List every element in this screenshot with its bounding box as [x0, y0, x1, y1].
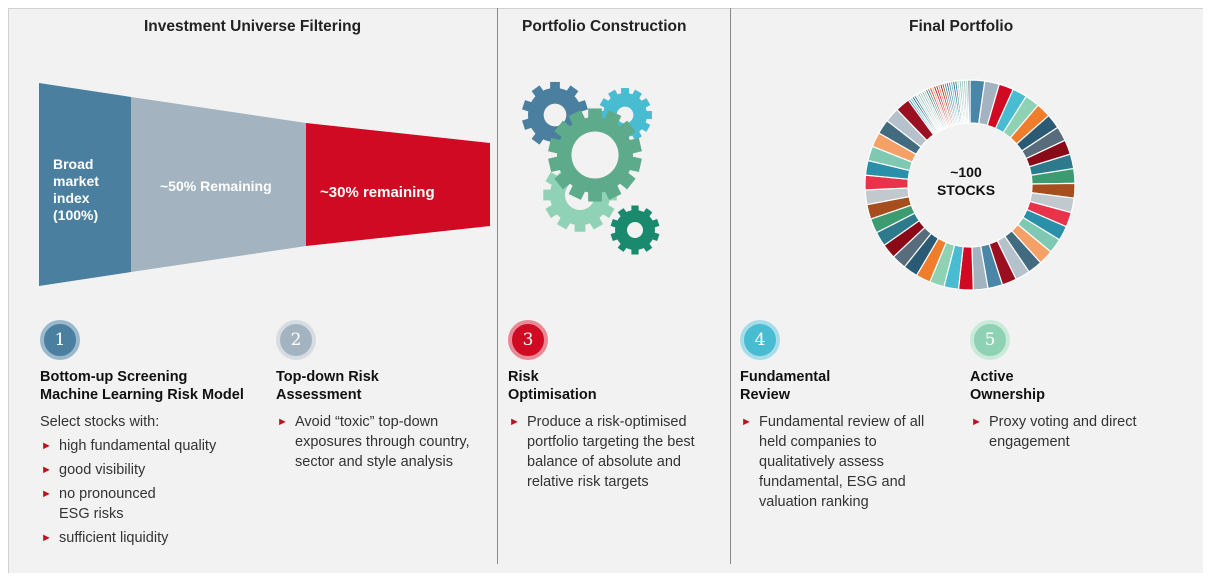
step-1-intro: Select stocks with: [40, 414, 160, 430]
bullet-arrow-icon: ► [277, 416, 288, 428]
bullet-arrow-icon: ► [41, 488, 52, 500]
funnel-stage-final [306, 123, 490, 246]
bullet-item: ► Avoid “toxic” top-down exposures throug… [276, 412, 486, 472]
donut-segment-small [967, 79, 971, 124]
bullet-text: Produce a risk-optimised portfolio targe… [527, 414, 695, 490]
donut-unit: STOCKS [936, 182, 996, 198]
bullet-arrow-icon: ► [41, 532, 52, 544]
step-1-description: Select stocks with: ► high fundamental qua… [40, 412, 270, 548]
bullet-arrow-icon: ► [971, 416, 982, 428]
bullet-text: Avoid “toxic” top-down exposures through… [295, 414, 470, 470]
section-divider-1 [497, 8, 498, 564]
filtering-title: Investment Universe Filtering [144, 18, 362, 35]
bullet-text: high fundamental quality [59, 438, 217, 454]
gears-illustration [522, 81, 660, 255]
funnel-label-final: ~30% remaining [320, 184, 435, 201]
gear-blue [522, 81, 588, 149]
step-5-description: ► Proxy voting and direct engagement [970, 412, 1180, 452]
bullet-item: ► high fundamental quality [40, 436, 270, 456]
section-divider-2 [730, 8, 731, 564]
bullet-arrow-icon: ► [41, 440, 52, 452]
funnel-label-broad: Broad market index (100%) [53, 156, 99, 223]
bullet-text: Proxy voting and direct engagement [989, 414, 1137, 450]
construction-title: Portfolio Construction [522, 18, 687, 35]
step-3-description: ► Produce a risk-optimised portfolio targ… [508, 412, 718, 492]
funnel-label-half: ~50% Remaining [160, 178, 272, 194]
portfolio-donut [864, 79, 1076, 291]
step-4-description: ► Fundamental review of all held companie… [740, 412, 950, 512]
bullet-arrow-icon: ► [741, 416, 752, 428]
step-1-badge: 1 [40, 320, 80, 360]
funnel-stage-half [131, 97, 306, 272]
bullet-item: ► Produce a risk-optimised portfolio targ… [508, 412, 718, 492]
donut-center-label: ~100 STOCKS [920, 163, 1012, 199]
bullet-text: sufficient liquidity [59, 530, 169, 546]
step-2-description: ► Avoid “toxic” top-down exposures throug… [276, 412, 486, 472]
step-3-badge: 3 [508, 320, 548, 360]
bullet-text: no pronounced ESG risks [59, 486, 156, 522]
step-4-badge: 4 [740, 320, 780, 360]
gear-dark-green [610, 205, 660, 255]
bullet-arrow-icon: ► [41, 464, 52, 476]
gear-large-green [548, 108, 642, 202]
bullet-item: ► Proxy voting and direct engagement [970, 412, 1180, 452]
bullet-item: ► Fundamental review of all held companie… [740, 412, 950, 512]
donut-count: ~100 [950, 164, 982, 180]
bullet-text: Fundamental review of all held companies… [759, 414, 925, 510]
bullet-item: ► no pronounced ESG risks [40, 484, 270, 524]
funnel-stage-broad [39, 83, 131, 286]
step-2-badge: 2 [276, 320, 316, 360]
bullet-arrow-icon: ► [509, 416, 520, 428]
step-5-badge: 5 [970, 320, 1010, 360]
bullet-item: ► good visibility [40, 460, 270, 480]
bullet-text: good visibility [59, 462, 146, 478]
bullet-item: ► sufficient liquidity [40, 528, 270, 548]
final-portfolio-title: Final Portfolio [909, 18, 1014, 35]
